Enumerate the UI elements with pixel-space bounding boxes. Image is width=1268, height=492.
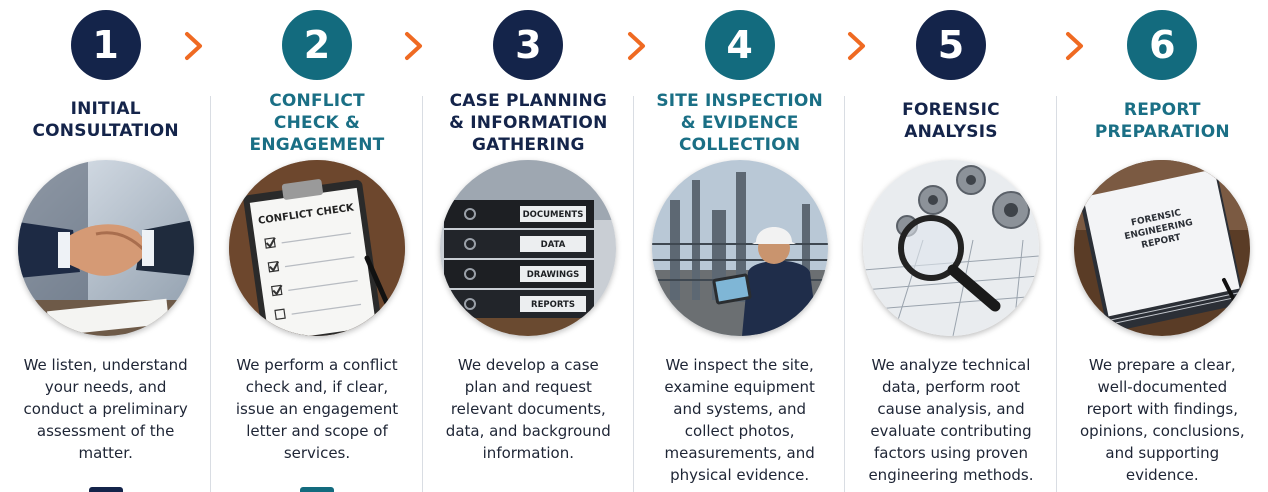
report-binder-photo: FORENSIC ENGINEERING REPORT [1074, 160, 1251, 336]
step-3: 3 CASE PLANNING & INFORMATION GATHERING [423, 0, 634, 492]
magnifier-parts-photo [862, 160, 1039, 336]
step-divider [632, 96, 634, 492]
step-divider [1055, 96, 1057, 492]
step-4: 4 SITE INSPECTION & EVIDENCE COLLECTION [634, 0, 846, 492]
step-2: 2 CONFLICT CHECK & ENGAGEMENT CONFLICT C… [211, 0, 423, 492]
handshake-photo [17, 160, 194, 336]
step-description: We analyze technical data, perform root … [868, 356, 1034, 484]
step-footer-tab [88, 487, 123, 492]
chevron-right-icon [1064, 30, 1086, 62]
step-1: 1 INITIAL CONSULTATION We listen, unders… [0, 0, 212, 492]
binders-photo: DOCUMENTS DATA DRAWINGS REPORTS [440, 160, 617, 336]
step-title: FORENSIC ANALYSIS [902, 100, 1000, 142]
step-description: We listen, understand your needs, and co… [23, 356, 188, 462]
step-title: INITIAL CONSULTATION [32, 99, 179, 141]
step-6: 6 REPORT PREPARATION FORENSIC ENGINEERIN… [1057, 0, 1268, 492]
binder-label: DATA [541, 240, 566, 250]
chevron-right-icon [183, 30, 205, 62]
step-description: We prepare a clear, well-documented repo… [1079, 356, 1245, 484]
step-description: We develop a case plan and request relev… [445, 356, 611, 462]
step-number-badge: 4 [704, 10, 775, 80]
step-number-badge: 2 [281, 10, 352, 80]
step-title: REPORT PREPARATION [1094, 100, 1230, 142]
step-title: CASE PLANNING & INFORMATION GATHERING [449, 91, 608, 155]
step-description: We inspect the site, examine equipment a… [664, 356, 815, 484]
step-divider [210, 96, 212, 492]
step-footer-tab [299, 487, 334, 492]
binder-label: REPORTS [531, 300, 575, 310]
step-title: SITE INSPECTION & EVIDENCE COLLECTION [656, 91, 823, 155]
step-number-badge: 6 [1127, 10, 1198, 80]
step-number-badge: 5 [915, 10, 986, 80]
chevron-right-icon [846, 30, 868, 62]
chevron-right-icon [403, 30, 425, 62]
step-number-badge: 3 [493, 10, 564, 80]
binder-label: DRAWINGS [527, 270, 580, 280]
conflict-check-clipboard-photo: CONFLICT CHECK [228, 160, 405, 336]
step-description: We perform a conflict check and, if clea… [235, 356, 399, 462]
chevron-right-icon [626, 30, 648, 62]
binder-label: DOCUMENTS [523, 210, 584, 220]
step-5: 5 FORENSIC ANALYSIS We analyze technical [845, 0, 1057, 492]
site-inspector-photo [651, 160, 828, 336]
step-divider [844, 96, 846, 492]
step-number-badge: 1 [70, 10, 141, 80]
step-divider [421, 96, 423, 492]
step-title: CONFLICT CHECK & ENGAGEMENT [249, 91, 385, 155]
